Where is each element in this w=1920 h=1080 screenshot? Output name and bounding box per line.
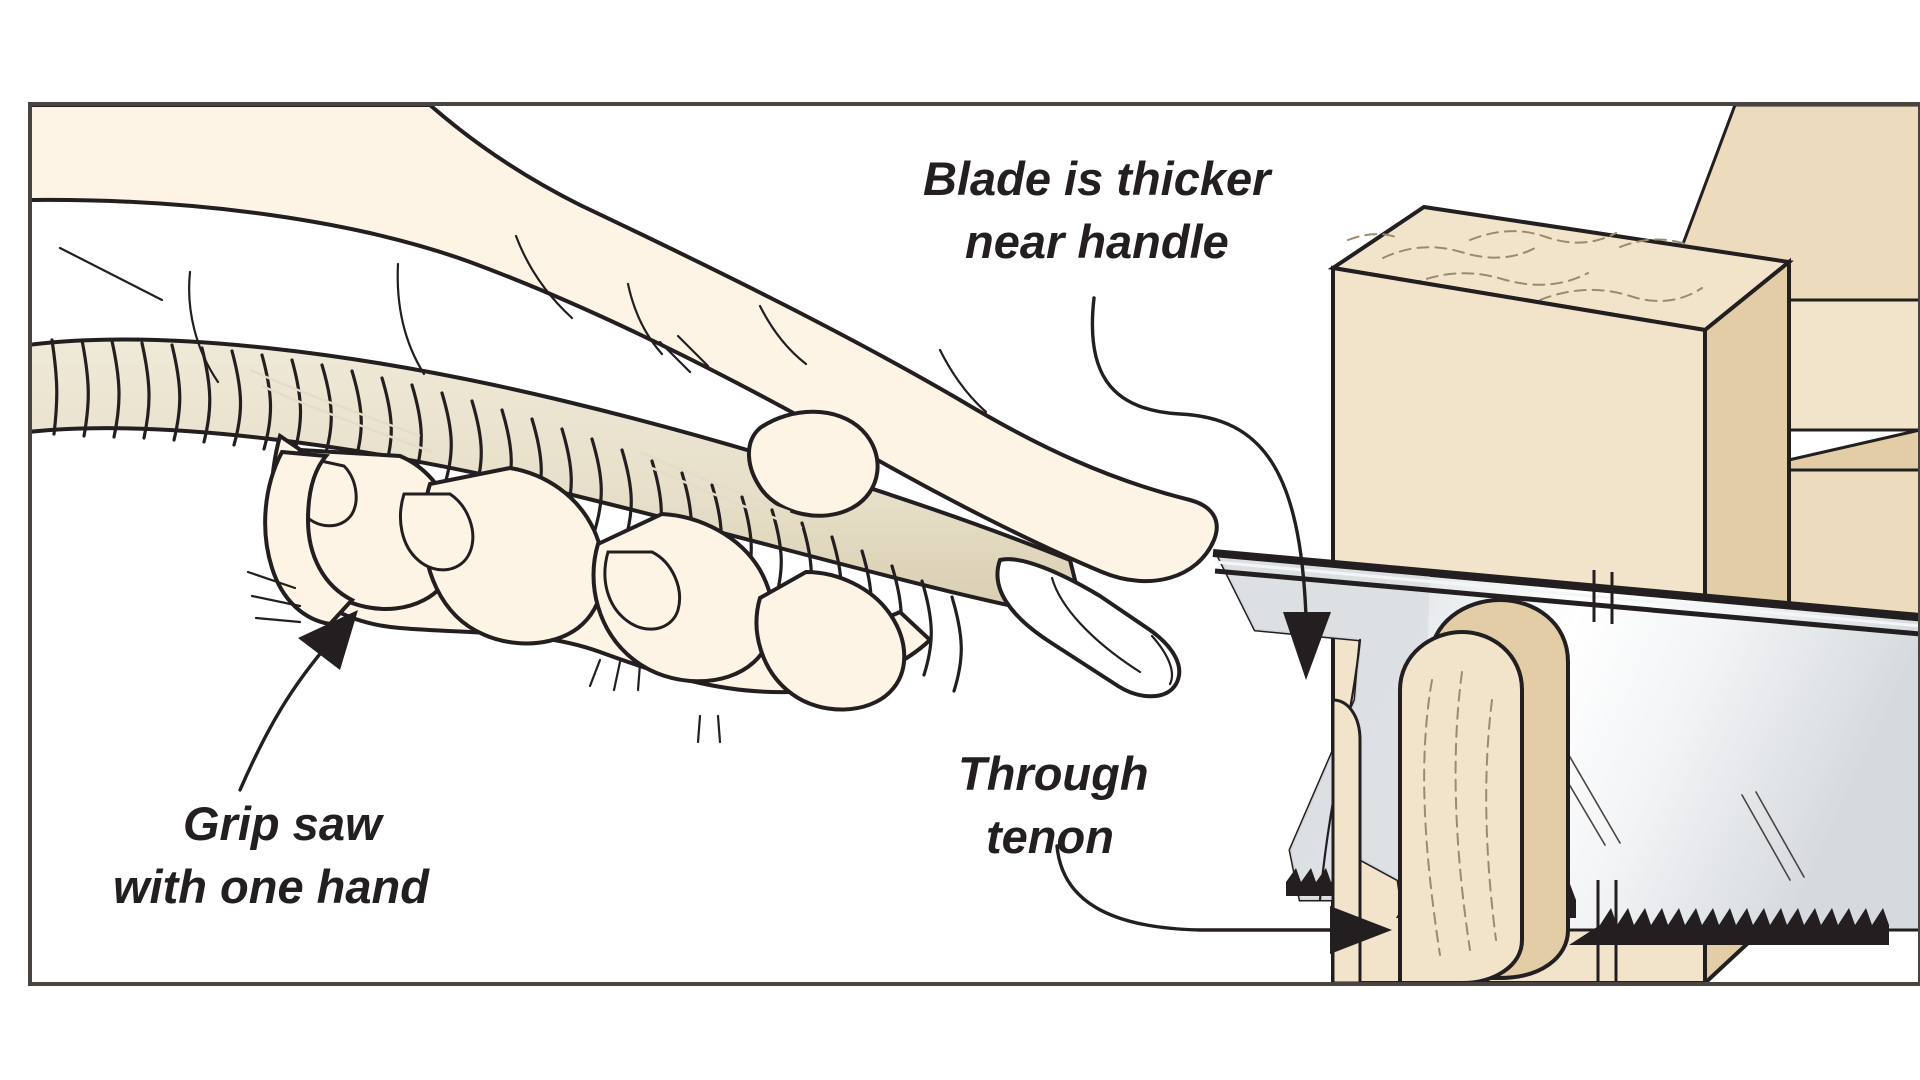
callout-labels: Blade is thicker near handle Grip saw wi…: [113, 152, 1273, 913]
illustration-frame: [28, 102, 1920, 986]
hand-handle-shadow-hatch: [249, 368, 803, 530]
tenon-front-face: [1398, 629, 1524, 983]
callout-leaders: [238, 296, 1392, 954]
arrowhead-grip: [298, 610, 358, 670]
handle-ferrule-inner-line: [1050, 576, 1142, 674]
arrowhead-blade-thickness: [1283, 612, 1331, 680]
fingernail-ring: [603, 550, 681, 631]
saw-back-spine-lower: [1214, 568, 1919, 637]
leader-grip: [238, 640, 332, 792]
callout-grip-line1: Grip saw: [183, 797, 385, 850]
callout-through-tenon-line1: Through: [958, 747, 1149, 800]
leader-through-tenon: [1055, 844, 1332, 932]
post-top-grain: [1347, 230, 1703, 302]
callout-grip-line2: with one hand: [113, 860, 430, 913]
through-tenon-group: [1398, 597, 1570, 983]
arrowhead-through-tenon: [1330, 906, 1392, 954]
saw-back-spine-highlight: [1214, 560, 1919, 628]
callout-blade-thickness-line1: Blade is thicker: [923, 152, 1273, 205]
finger-little: [754, 569, 907, 712]
handle-ferrule-edge: [1150, 634, 1174, 686]
knuckle-oval: [746, 409, 880, 518]
hand-group: [31, 105, 1219, 744]
finger-middle: [421, 465, 606, 646]
hand-back: [31, 105, 1219, 584]
callout-through-tenon-line2: tenon: [986, 810, 1114, 863]
leader-blade-thickness: [1090, 296, 1308, 618]
handle-ferrule: [995, 557, 1182, 699]
artwork: Blade is thicker near handle Grip saw wi…: [31, 105, 1919, 983]
saw-blade-thick-section: [1218, 556, 1430, 900]
saw-back-spine: [1212, 549, 1919, 621]
callout-blade-thickness-line2: near handle: [965, 215, 1229, 268]
hand-crease-lines: [58, 234, 988, 744]
fingernail-middle: [399, 492, 475, 572]
right-lower-rail-top: [1744, 428, 1919, 472]
tenon-grain: [1423, 671, 1497, 956]
